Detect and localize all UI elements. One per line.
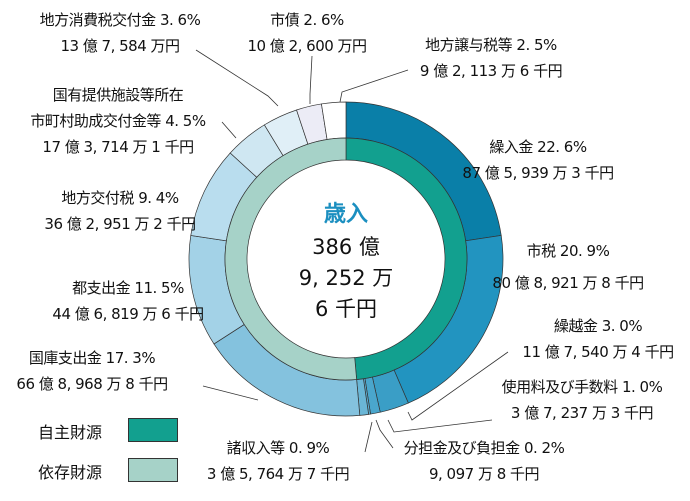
inner-ring xyxy=(224,137,468,381)
leader-line xyxy=(309,55,313,104)
slice-依存財源 xyxy=(224,137,358,381)
label-chihoukoufuzei: 地方交付税 9. 4%36 億 2, 951 万 2 千円 xyxy=(44,189,196,233)
label-buntankin: 分担金及び負担金 0. 2%9, 097 万 8 千円 xyxy=(403,439,565,483)
leader-line xyxy=(202,385,259,401)
legend-swatch-jishu xyxy=(128,418,178,442)
leader-lines xyxy=(195,49,509,453)
total-line: 386 億 xyxy=(312,235,380,259)
total-line: 6 千円 xyxy=(314,297,378,321)
label-kurikomikin: 繰入金 22. 6%87 億 5, 939 万 3 千円 xyxy=(462,138,614,182)
leader-line xyxy=(221,121,237,139)
label-chihoushouhizei: 地方消費税交付金 3. 6%13 億 7, 584 万円 xyxy=(39,11,201,55)
leader-line xyxy=(195,49,279,107)
leader-line xyxy=(375,419,394,449)
label-toshishutsukin: 都支出金 11. 5%44 億 6, 819 万 6 千円 xyxy=(52,279,204,323)
legend-swatch-izon xyxy=(128,458,178,482)
total-amount: 386 億 9, 252 万 6 千円 xyxy=(299,232,393,325)
slice-自主財源 xyxy=(345,137,468,380)
legend-label-jishu: 自主財源 xyxy=(38,423,103,442)
leader-line xyxy=(387,419,493,433)
label-shisai: 市債 2. 6%10 億 2, 600 万円 xyxy=(247,11,367,55)
label-kokuyuu: 国有提供施設等所在市町村助成交付金等 4. 5%17 億 3, 714 万 1 … xyxy=(30,86,206,156)
label-chihoujouyozei: 地方譲与税等 2. 5%9 億 2, 113 万 6 千円 xyxy=(419,36,563,80)
label-kokkoshishutsukin: 国庫支出金 17. 3%66 億 8, 968 万 8 千円 xyxy=(16,349,168,393)
legend-label-izon: 依存財源 xyxy=(38,463,103,482)
chart-title: 歳入 xyxy=(323,202,369,227)
label-shiyouryou: 使用料及び手数料 1. 0%3 億 7, 237 万 3 千円 xyxy=(501,378,663,422)
leader-line xyxy=(407,351,509,421)
label-shoshuunyuu: 諸収入等 0. 9%3 億 5, 764 万 7 千円 xyxy=(206,439,350,483)
leader-line xyxy=(339,69,409,103)
label-shizei: 市税 20. 9%80 億 8, 921 万 8 千円 xyxy=(492,242,644,292)
label-kurikoshikin: 繰越金 3. 0%11 億 7, 540 万 4 千円 xyxy=(522,317,674,361)
total-line: 9, 252 万 xyxy=(298,266,394,290)
leader-line xyxy=(364,421,373,453)
